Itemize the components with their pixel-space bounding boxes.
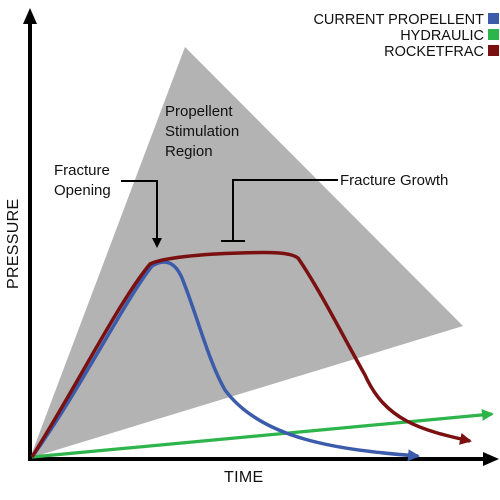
fracture-opening-line-2: Opening: [54, 182, 111, 199]
x-axis-arrowhead: [483, 452, 499, 466]
fracture-opening-leader: [121, 180, 162, 248]
legend-swatch-current-propellent: [488, 13, 499, 24]
legend-label-rocketfrac: ROCKETFRAC: [384, 44, 484, 60]
legend: CURRENT PROPELLENT HYDRAULIC ROCKETFRAC: [313, 12, 499, 60]
fracture-growth-label: Fracture Growth: [340, 172, 448, 189]
region-label-line-2: Stimulation: [165, 123, 239, 140]
region-label: Propellent Stimulation Region: [165, 103, 243, 160]
region-label-line-3: Region: [165, 143, 213, 160]
legend-label-hydraulic: HYDRAULIC: [400, 28, 484, 44]
rocketfrac-series-line: [30, 250, 472, 458]
y-axis-label: PRESSURE: [5, 199, 22, 289]
fracture-opening-label: Fracture Opening: [54, 162, 114, 199]
fracture-opening-line-1: Fracture: [54, 162, 110, 179]
legend-label-current-propellent: CURRENT PROPELLENT: [313, 12, 484, 28]
x-axis-label: TIME: [224, 469, 263, 486]
current-propellent-series-line: [30, 260, 420, 462]
region-label-line-1: Propellent: [165, 103, 233, 120]
legend-swatch-rocketfrac: [488, 45, 499, 56]
fracture-growth-leader: [232, 179, 338, 240]
y-axis-arrowhead: [23, 8, 37, 24]
hydraulic-series-line: [31, 408, 494, 459]
legend-swatch-hydraulic: [488, 29, 499, 40]
